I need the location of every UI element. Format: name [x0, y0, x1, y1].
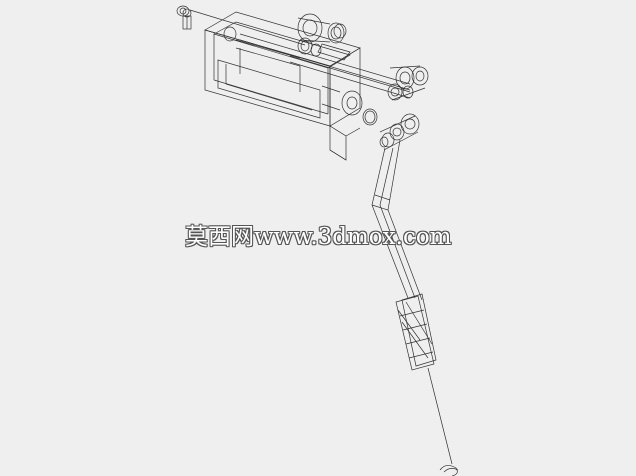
- washer-ring: [341, 90, 378, 126]
- housing-block: [204, 11, 361, 161]
- pedal-arm: [371, 139, 423, 301]
- watermark-text: 莫西网www.3dmox.com: [185, 224, 452, 250]
- pedal-pad: [395, 293, 437, 371]
- main-shaft: [239, 33, 411, 99]
- cable-rod: [427, 367, 459, 476]
- upper-bushing-cluster: [297, 13, 351, 61]
- right-bushing-cluster: [387, 65, 429, 101]
- lower-bushing-cluster: [379, 113, 420, 151]
- small-bolt-part: [176, 5, 306, 46]
